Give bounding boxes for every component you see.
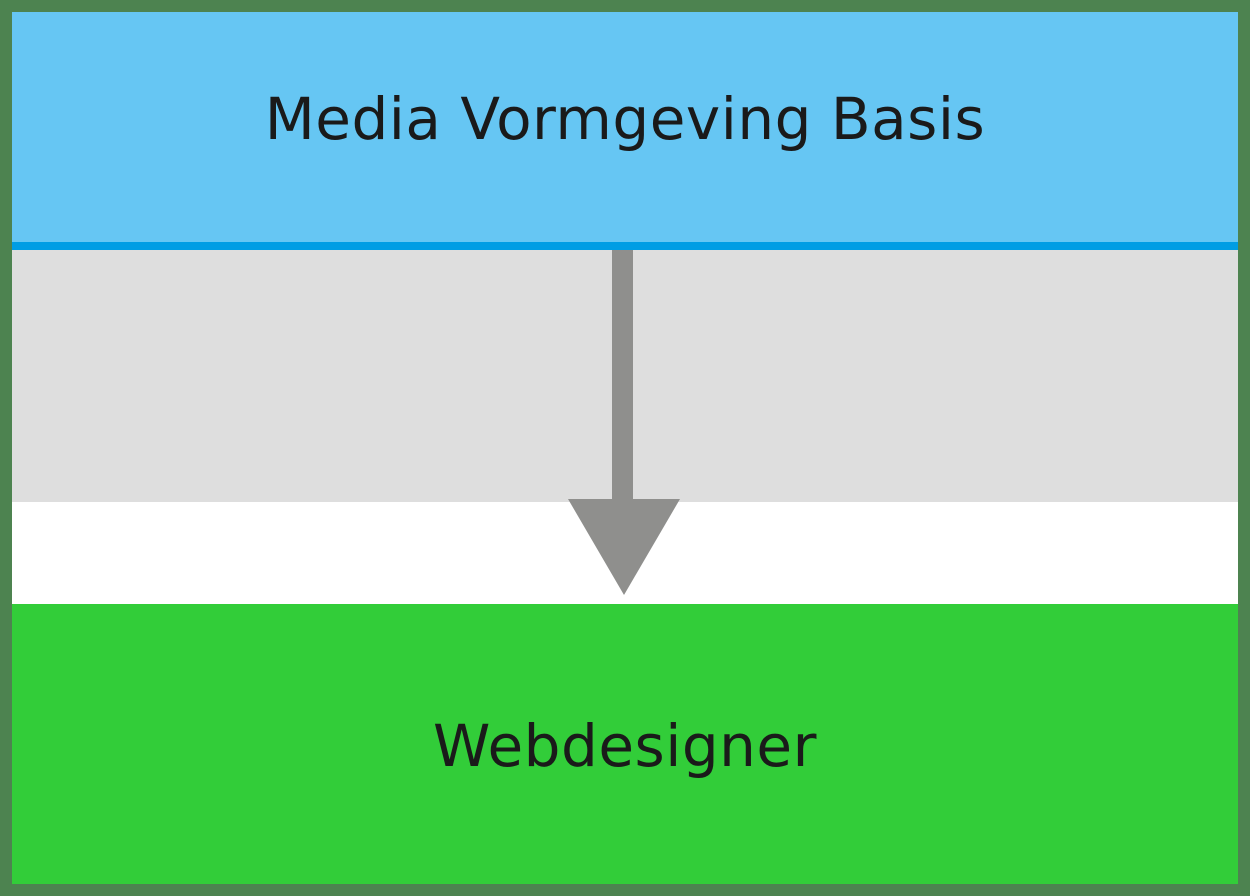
target-node: Webdesigner [12,604,1238,884]
source-node-border [12,242,1238,250]
target-node-label: Webdesigner [433,712,817,780]
arrow-shaft [612,250,633,502]
source-node-label: Media Vormgeving Basis [264,85,986,153]
source-node: Media Vormgeving Basis [12,12,1238,242]
arrow-head [568,499,680,595]
down-arrow-icon [568,250,680,595]
